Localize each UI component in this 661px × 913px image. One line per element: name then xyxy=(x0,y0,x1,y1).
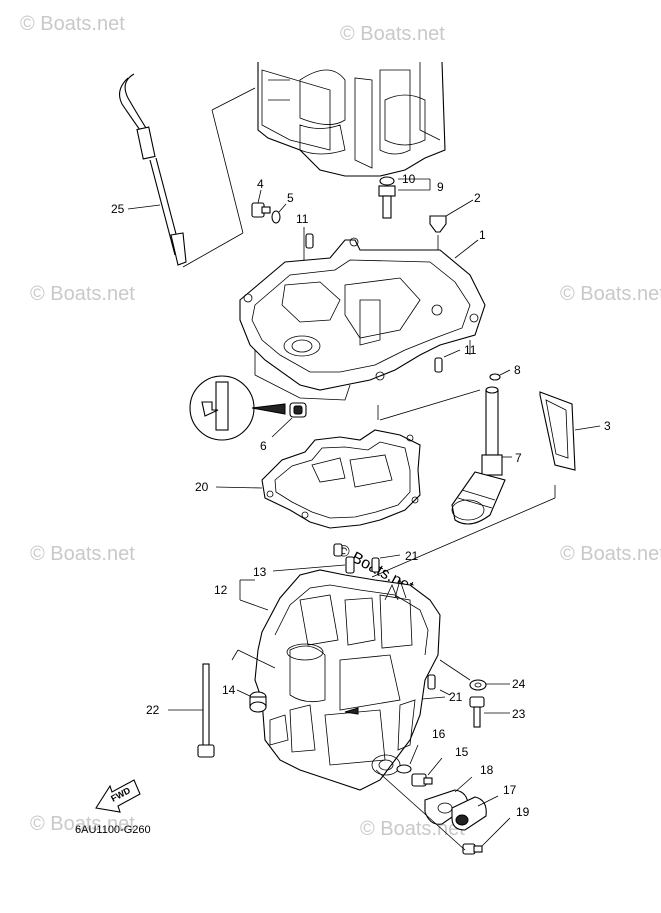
bolt-washer-parts xyxy=(251,189,287,224)
fwd-arrow: FWD xyxy=(95,779,141,813)
callout-14: 14 xyxy=(222,683,236,697)
callout-21-lower: 21 xyxy=(449,690,463,704)
strainer-part xyxy=(377,369,512,525)
callout-20: 20 xyxy=(195,480,209,494)
callout-3: 3 xyxy=(604,419,611,433)
watermark-text: © Boats.net xyxy=(560,283,661,305)
watermark-text: © Boats.net xyxy=(30,813,135,835)
callout-16: 16 xyxy=(432,727,446,741)
callout-10: 10 xyxy=(402,172,416,186)
callout-4: 4 xyxy=(257,177,264,191)
watermark-text: © Boats.net xyxy=(360,818,465,840)
diagram-code: 6AU1100-G260 xyxy=(75,824,151,836)
callout-12: 12 xyxy=(214,583,228,597)
callout-2: 2 xyxy=(474,191,481,205)
callout-labels: 1 2 3 4 5 6 7 8 9 10 11 11 12 13 14 15 1… xyxy=(111,172,611,819)
callout-17: 17 xyxy=(503,783,517,797)
watermark-text: © Boats.net xyxy=(340,23,445,45)
drain-assembly-parts xyxy=(375,744,511,855)
callout-19: 19 xyxy=(516,805,530,819)
callout-8: 8 xyxy=(514,363,521,377)
seal-detail-inset xyxy=(189,375,307,441)
callout-18: 18 xyxy=(480,763,494,777)
long-bolt-part xyxy=(168,663,215,758)
callout-15: 15 xyxy=(455,745,469,759)
callout-6: 6 xyxy=(260,439,267,453)
gasket-part xyxy=(215,429,421,529)
watermark-text: © Boats.net xyxy=(20,13,125,35)
fitting-part xyxy=(378,176,431,219)
pins-lower xyxy=(272,543,436,690)
watermark-text: © Boats.net xyxy=(30,283,135,305)
callout-1: 1 xyxy=(479,228,486,242)
callout-11-upper: 11 xyxy=(296,212,309,226)
callout-24: 24 xyxy=(512,677,526,691)
oil-pan-part xyxy=(231,569,441,791)
dipstick-part xyxy=(119,73,187,266)
washer-bolt-parts xyxy=(439,659,510,728)
callout-11-lower: 11 xyxy=(464,343,477,357)
callout-9: 9 xyxy=(437,180,444,194)
grommet-part xyxy=(236,689,267,713)
engine-block-outline xyxy=(182,61,446,268)
callout-5: 5 xyxy=(287,191,294,205)
watermark-text: © Boats.net xyxy=(30,543,135,565)
callout-7: 7 xyxy=(515,451,522,465)
callout-21-upper: 21 xyxy=(405,549,419,563)
callout-25: 25 xyxy=(111,202,125,216)
callout-23: 23 xyxy=(512,707,526,721)
callout-13: 13 xyxy=(253,565,267,579)
exhaust-guide-part xyxy=(239,237,486,401)
callout-22: 22 xyxy=(146,703,160,717)
watermark-text: © Boats.net xyxy=(560,543,661,565)
plate-part xyxy=(371,391,601,578)
